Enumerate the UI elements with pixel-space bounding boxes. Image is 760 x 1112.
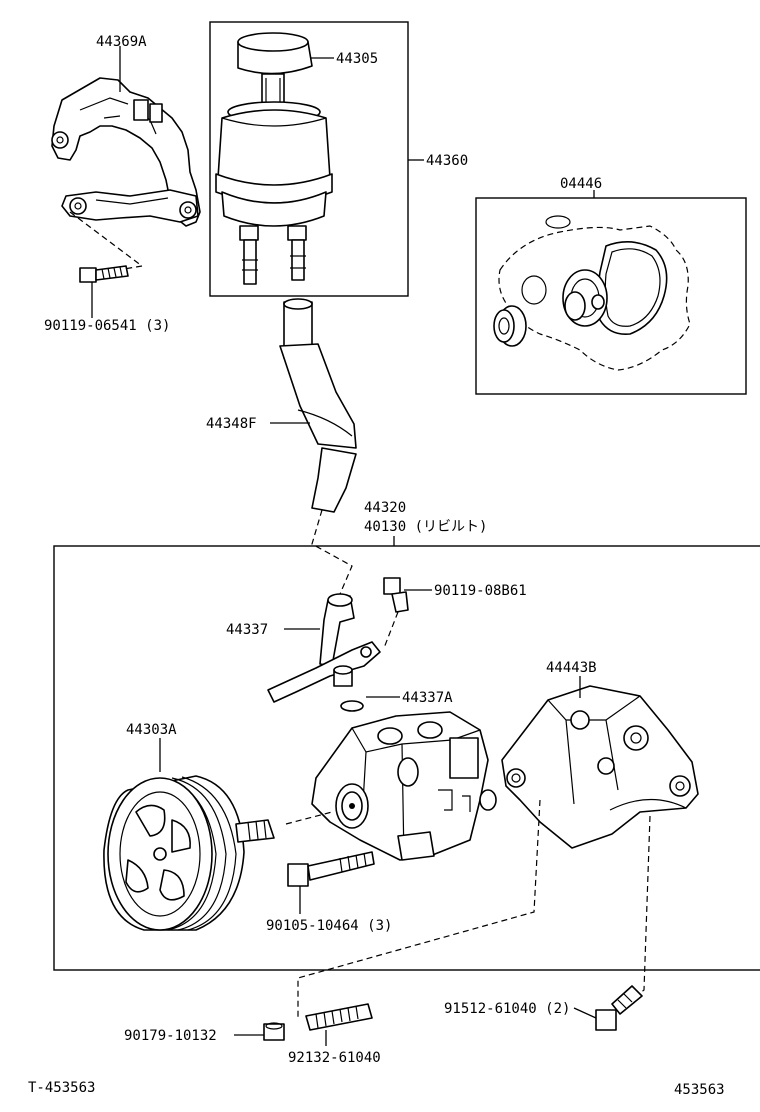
oring-part [340, 700, 364, 712]
label-stud: 92132-61040 [288, 1050, 381, 1066]
bracket-bolt-part [595, 985, 643, 1031]
union-bolt-part [383, 577, 409, 613]
label-pump-rebuilt: 40130 (リビルト) [364, 519, 487, 535]
label-hose: 44348F [206, 416, 257, 432]
stud-part [305, 1003, 373, 1031]
label-oring: 44337A [402, 690, 453, 706]
nut-part [263, 1022, 285, 1041]
union-fitting-part [267, 593, 381, 703]
label-reservoir-assembly: 44360 [426, 153, 468, 169]
label-lower-bracket: 44443B [546, 660, 597, 676]
label-union-bolt: 90119-08B61 [434, 583, 527, 599]
pump-body-part [311, 711, 497, 861]
footer-right-code: 453563 [674, 1082, 725, 1098]
label-pump-assembly: 44320 [364, 500, 406, 516]
reservoir-tank-part [215, 101, 333, 285]
label-bracket-bolt: 91512-61040 (2) [444, 1001, 570, 1017]
reservoir-assembly-box [209, 21, 409, 297]
label-cap: 44305 [336, 51, 378, 67]
suction-hose-part [279, 298, 357, 513]
pump-bolt-part [287, 851, 375, 887]
pulley-part [103, 775, 275, 931]
pump-assembly-box [53, 545, 760, 971]
upper-bracket-bolt [79, 265, 129, 283]
label-union: 44337 [226, 622, 268, 638]
label-pulley: 44303A [126, 722, 177, 738]
lower-bracket-part [501, 685, 699, 849]
upper-bracket-part [51, 77, 201, 227]
gasket-kit-parts [493, 215, 691, 371]
reservoir-cap-part [237, 32, 313, 105]
label-gasket-kit: 04446 [560, 176, 602, 192]
label-upper-bolt: 90119-06541 (3) [44, 318, 170, 334]
footer-left-code: T-453563 [28, 1080, 95, 1096]
gasket-kit-box [475, 197, 747, 395]
label-upper-bracket: 44369A [96, 34, 147, 50]
label-pump-bolt: 90105-10464 (3) [266, 918, 392, 934]
label-nut: 90179-10132 [124, 1028, 217, 1044]
